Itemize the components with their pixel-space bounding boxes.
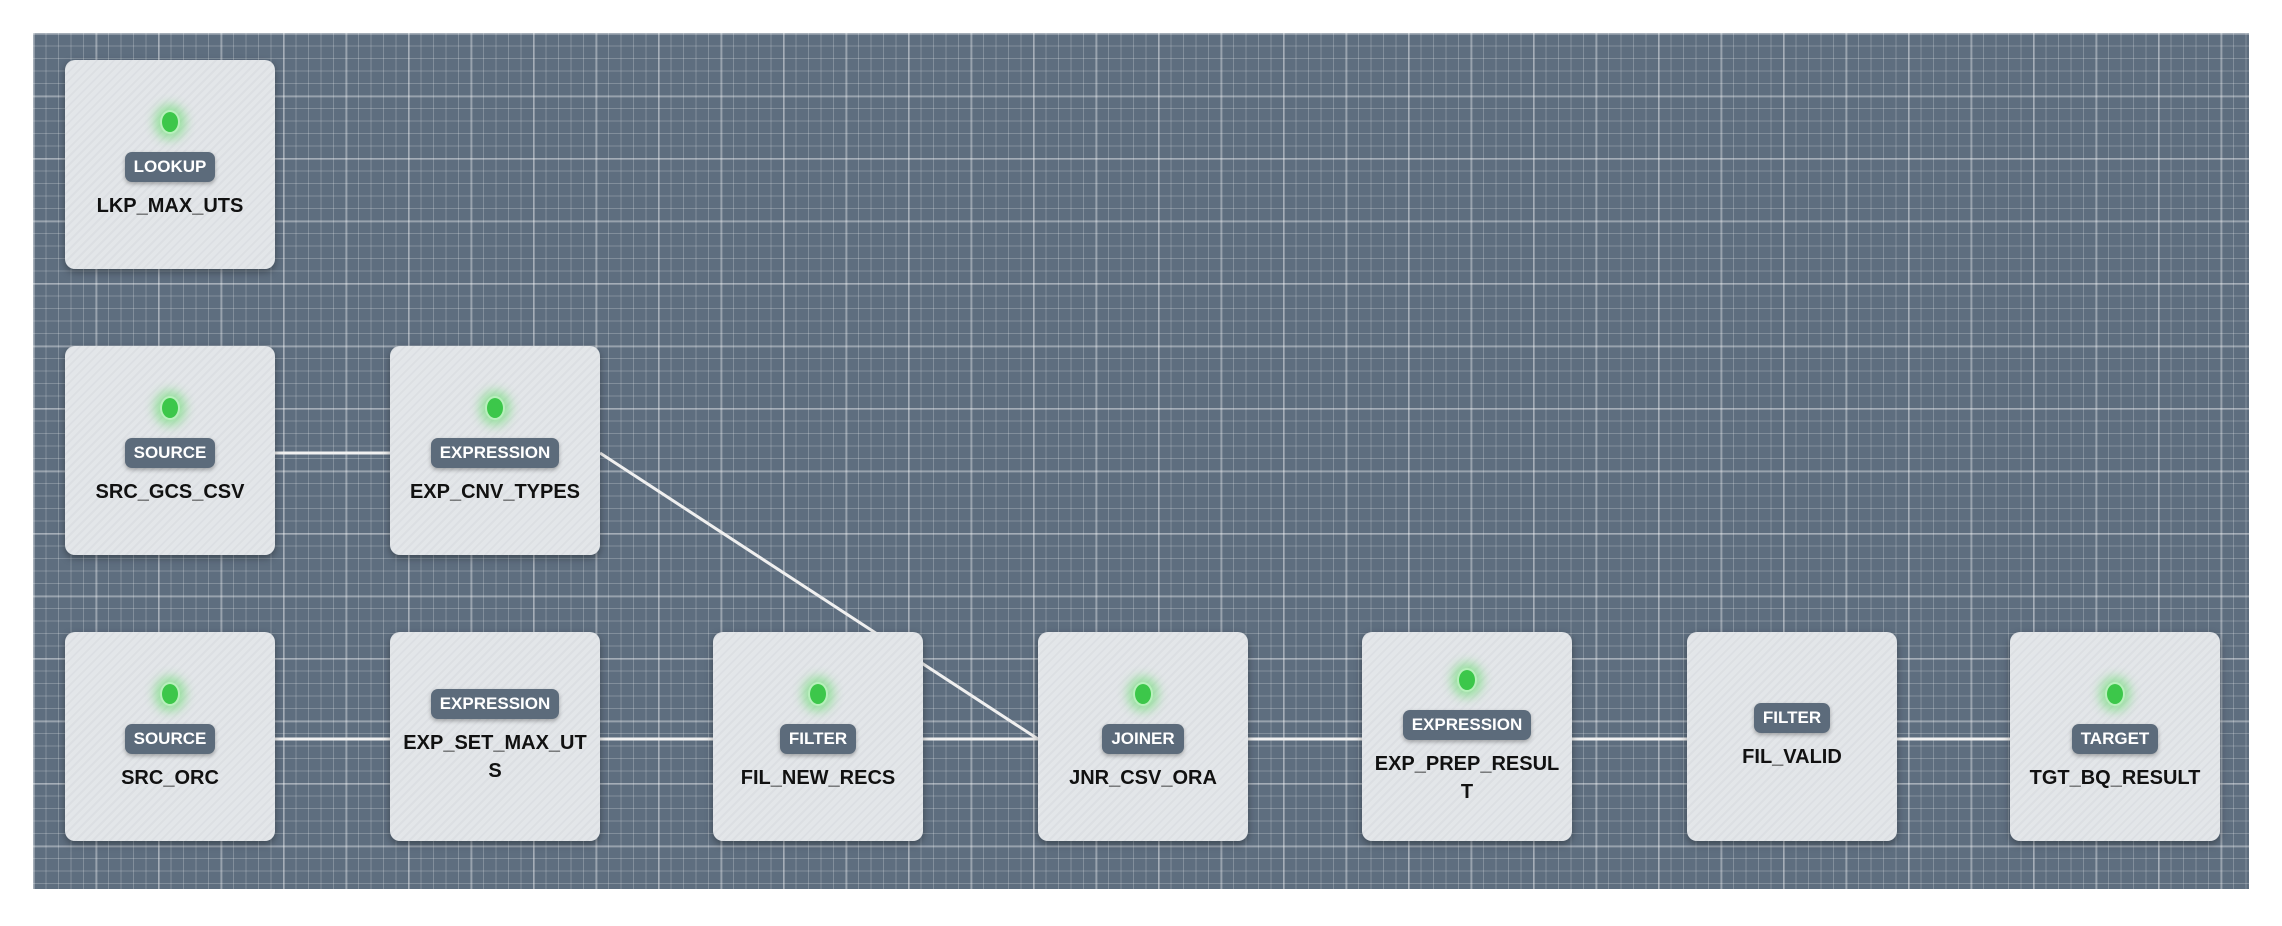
node-fil_new[interactable]: FILTER FIL_NEW_RECS [713, 632, 923, 841]
node-src_gcs[interactable]: SOURCE SRC_GCS_CSV [65, 346, 275, 555]
status-ok-icon [808, 681, 828, 706]
node-name: EXP_SET_MAX_UTS [403, 731, 587, 782]
node-type-badge: SOURCE [124, 723, 216, 754]
node-name: TGT_BQ_RESULT [2029, 766, 2201, 789]
node-exp_prep[interactable]: EXPRESSION EXP_PREP_RESULT [1362, 632, 1572, 841]
node-type-badge: FILTER [779, 723, 857, 754]
status-ok-icon [160, 395, 180, 420]
node-type-badge: TARGET [2071, 723, 2159, 754]
node-name: LKP_MAX_UTS [96, 194, 244, 217]
status-ok-icon [2105, 681, 2125, 706]
node-type-badge: LOOKUP [124, 151, 216, 182]
node-jnr[interactable]: JOINER JNR_CSV_ORA [1038, 632, 1248, 841]
node-fil_valid[interactable]: FILTER FIL_VALID [1687, 632, 1897, 841]
node-name: FIL_NEW_RECS [740, 766, 896, 789]
node-type-badge: EXPRESSION [430, 688, 560, 719]
node-lkp[interactable]: LOOKUP LKP_MAX_UTS [65, 60, 275, 269]
node-type-badge: JOINER [1102, 723, 1184, 754]
status-ok-icon [1457, 667, 1477, 692]
node-name: EXP_CNV_TYPES [409, 480, 581, 503]
status-ok-icon [160, 109, 180, 134]
node-type-badge: EXPRESSION [1402, 709, 1532, 740]
node-name: FIL_VALID [1742, 745, 1842, 768]
node-type-badge: FILTER [1753, 702, 1831, 733]
node-src_orc[interactable]: SOURCE SRC_ORC [65, 632, 275, 841]
node-exp_set[interactable]: EXPRESSION EXP_SET_MAX_UTS [390, 632, 600, 841]
status-ok-icon [160, 681, 180, 706]
node-name: SRC_ORC [121, 766, 219, 789]
node-name: SRC_GCS_CSV [95, 480, 245, 503]
node-name: JNR_CSV_ORA [1069, 766, 1217, 789]
node-type-badge: EXPRESSION [430, 437, 560, 468]
node-tgt[interactable]: TARGET TGT_BQ_RESULT [2010, 632, 2220, 841]
node-type-badge: SOURCE [124, 437, 216, 468]
status-ok-icon [1133, 681, 1153, 706]
node-exp_cnv[interactable]: EXPRESSION EXP_CNV_TYPES [390, 346, 600, 555]
node-name: EXP_PREP_RESULT [1374, 752, 1560, 803]
status-ok-icon [485, 395, 505, 420]
